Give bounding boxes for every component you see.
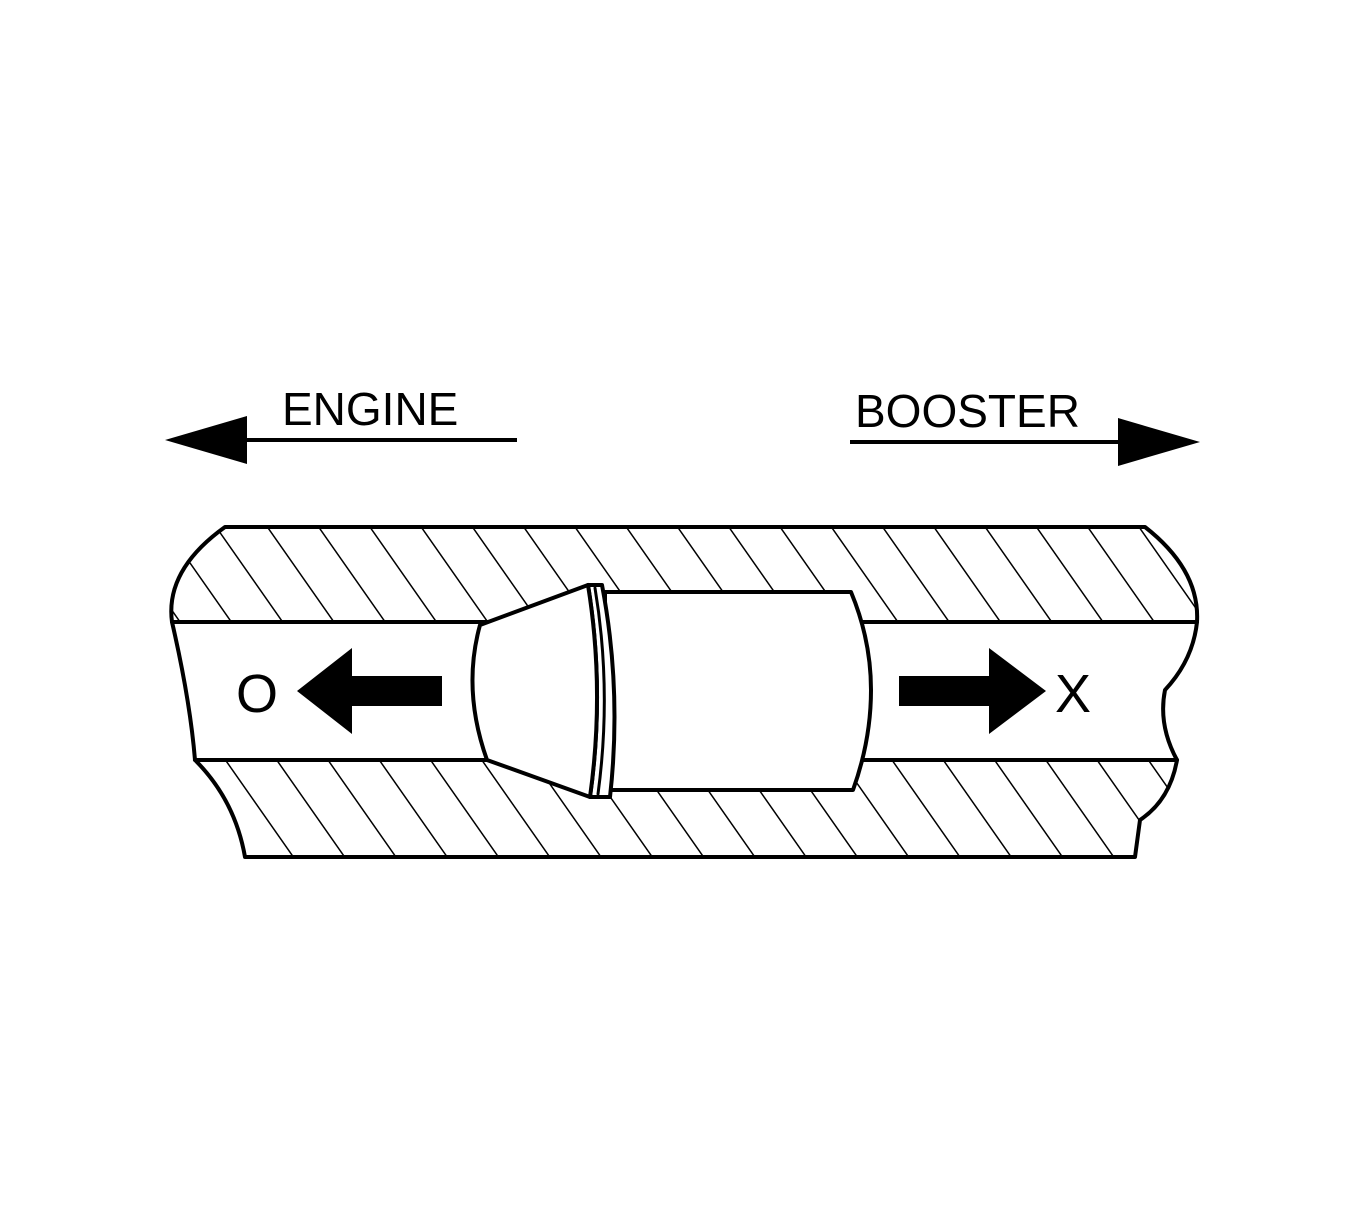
engine-direction: ENGINE [165,383,517,464]
check-valve [470,583,873,799]
engine-arrow-head-icon [165,416,247,464]
engine-label: ENGINE [282,383,458,435]
booster-direction: BOOSTER [850,385,1200,466]
booster-arrow-head-icon [1118,418,1200,466]
correct-mark: O [236,664,278,724]
valve-cone [470,583,600,799]
flow-left-arrow-icon [297,648,442,734]
correct-flow-indicator: O [236,648,442,734]
wrong-flow-indicator: X [899,648,1091,734]
flow-right-arrow-icon [899,648,1046,734]
lower-hose-wall [193,758,1179,859]
valve-cylinder [603,590,873,792]
wrong-mark: X [1055,664,1091,724]
booster-label: BOOSTER [855,385,1080,437]
valve-flange-rim [593,586,606,796]
